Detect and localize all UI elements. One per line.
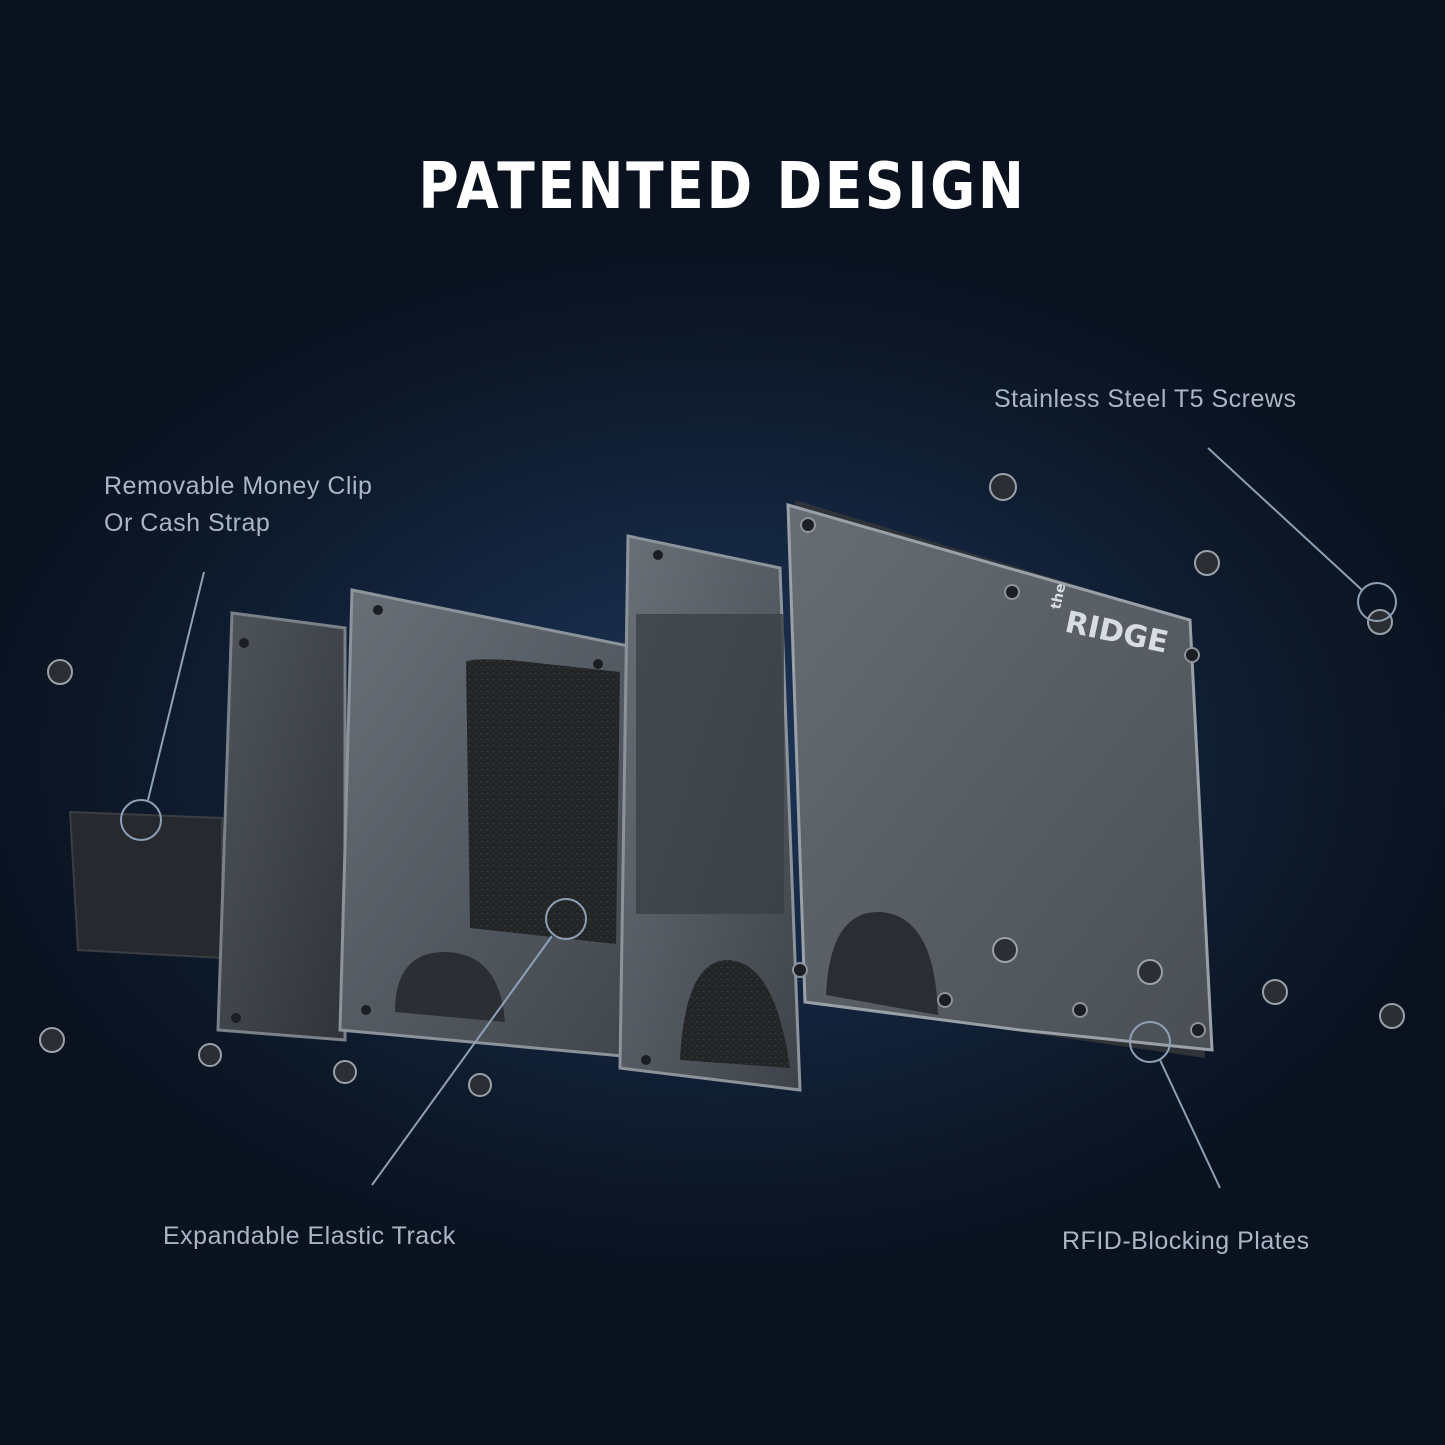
callout-rfid-plates-label: RFID-Blocking Plates: [1062, 1227, 1310, 1255]
screw: [1262, 979, 1288, 1005]
middle-plate: [618, 534, 802, 1092]
callout-money-clip-line2: Or Cash Strap: [104, 509, 271, 537]
callout-screws-label: Stainless Steel T5 Screws: [994, 385, 1297, 413]
screw: [198, 1043, 222, 1067]
callout-elastic-track-label: Expandable Elastic Track: [163, 1222, 456, 1250]
money-clip-strap: [68, 810, 223, 960]
callout-lines: [120, 447, 1397, 1189]
screw: [39, 1027, 65, 1053]
screw: [47, 659, 73, 685]
screw: [1194, 550, 1220, 576]
screw: [1367, 609, 1393, 635]
screw: [468, 1073, 492, 1097]
screw: [1137, 959, 1163, 985]
screw: [992, 937, 1018, 963]
callout-money-clip-label: Removable Money Clip Or Cash Strap: [104, 468, 372, 542]
screw: [1379, 1003, 1405, 1029]
svg-text:the: the: [1048, 582, 1069, 611]
screw: [989, 473, 1017, 501]
screw: [333, 1060, 357, 1084]
screws: [39, 473, 1405, 1097]
callout-money-clip-line1: Removable Money Clip: [104, 472, 373, 500]
back-plate-rear: [216, 611, 347, 1042]
page-title: PATENTED DESIGN: [418, 150, 1027, 224]
front-plate: [786, 500, 1214, 1058]
